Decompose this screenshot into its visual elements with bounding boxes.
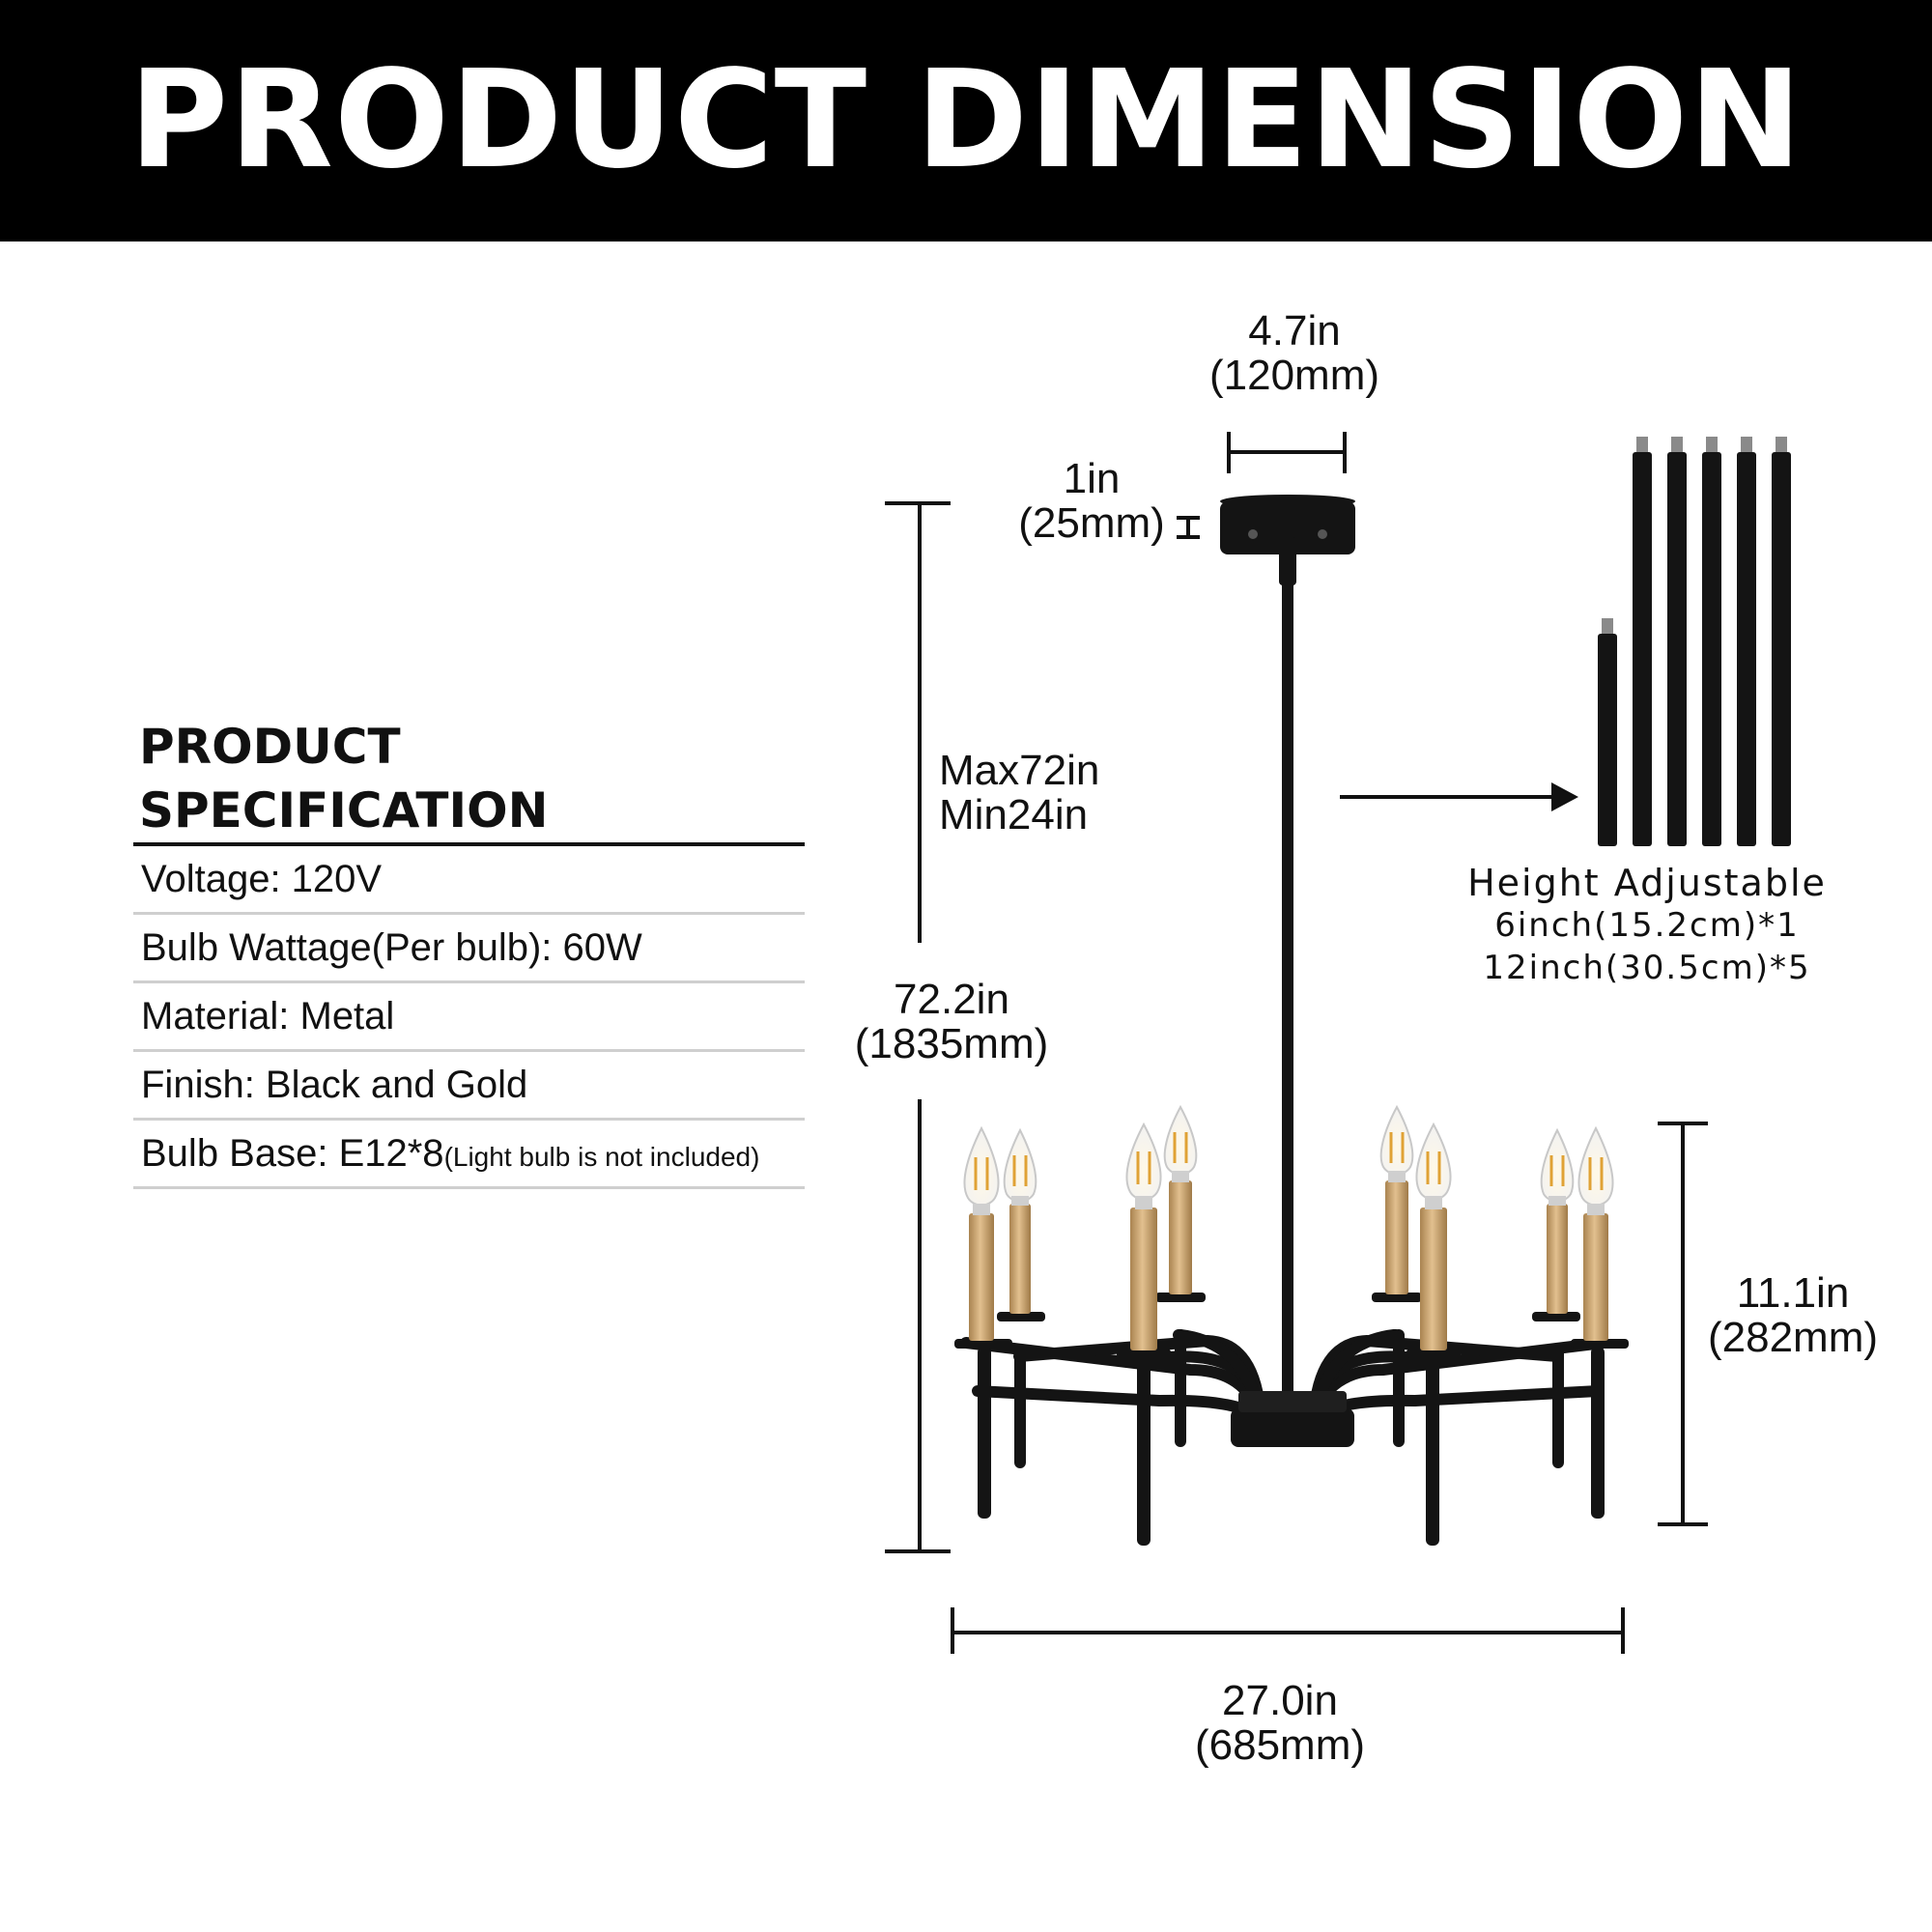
extension-rod-12inch bbox=[1737, 437, 1756, 846]
bulb-icon bbox=[1540, 1127, 1575, 1206]
rod-6inch-count: 6inch(15.2cm)*1 bbox=[1494, 906, 1800, 945]
extension-rod-12inch bbox=[1702, 437, 1721, 846]
bulb-base-note: (Light bulb is not included) bbox=[443, 1142, 760, 1172]
extension-rod-12inch bbox=[1667, 437, 1687, 846]
candle-sleeve bbox=[1130, 1208, 1157, 1350]
bulb-icon bbox=[1003, 1127, 1037, 1206]
canopy-height-metric: (25mm) bbox=[1018, 499, 1165, 547]
spec-row-wattage: Bulb Wattage(Per bulb): 60W bbox=[133, 915, 805, 983]
bulb-icon bbox=[1577, 1125, 1614, 1215]
body-height-label: 11.1in (282mm) bbox=[1677, 1271, 1909, 1360]
spec-row-bulb-base: Bulb Base: E12*8(Light bulb is not inclu… bbox=[133, 1121, 805, 1189]
dimension-lines bbox=[885, 432, 1708, 1654]
body-height-dimension bbox=[1658, 1122, 1708, 1526]
canopy-height-imperial: 1in bbox=[1063, 455, 1121, 502]
spec-row-material: Material: Metal bbox=[133, 983, 805, 1052]
extension-rod-12inch bbox=[1772, 437, 1791, 846]
rod-range-max: Max72in bbox=[939, 747, 1100, 794]
candle-sleeve bbox=[969, 1213, 994, 1341]
total-height-label: 72.2in (1835mm) bbox=[836, 978, 1067, 1066]
gold-candle-sleeves bbox=[969, 1180, 1608, 1350]
canopy-height-label: 1in (25mm) bbox=[1005, 457, 1179, 546]
light-bulbs bbox=[963, 1104, 1614, 1215]
extension-rod-12inch bbox=[1633, 437, 1652, 846]
rod-range-label: Max72in Min24in bbox=[939, 749, 1171, 838]
width-label: 27.0in (685mm) bbox=[1145, 1679, 1415, 1768]
height-adjustable-title: Height Adjustable bbox=[1467, 862, 1827, 904]
canopy bbox=[1220, 495, 1355, 585]
rod-range-min: Min24in bbox=[939, 791, 1089, 838]
total-height-metric: (1835mm) bbox=[854, 1020, 1049, 1067]
candle-sleeve bbox=[1009, 1204, 1031, 1314]
bulb-icon bbox=[1415, 1122, 1452, 1209]
canopy-width-label: 4.7in (120mm) bbox=[1150, 309, 1439, 398]
bulb-icon bbox=[1125, 1122, 1162, 1209]
candle-sleeve bbox=[1547, 1204, 1568, 1314]
spec-title: PRODUCT SPECIFICATION bbox=[133, 715, 805, 846]
width-dimension bbox=[951, 1607, 1625, 1654]
candle-sleeve bbox=[1385, 1180, 1408, 1294]
width-imperial: 27.0in bbox=[1222, 1677, 1338, 1724]
spec-table: PRODUCT SPECIFICATION Voltage: 120V Bulb… bbox=[133, 715, 805, 1189]
body-height-imperial: 11.1in bbox=[1736, 1269, 1850, 1317]
bulb-icon bbox=[963, 1125, 1000, 1215]
banner-title: PRODUCT DIMENSION bbox=[128, 42, 1804, 199]
canopy-width-dimension bbox=[1227, 432, 1347, 473]
spec-row-finish: Finish: Black and Gold bbox=[133, 1052, 805, 1121]
arrow-head-icon bbox=[1551, 782, 1578, 811]
canopy-width-imperial: 4.7in bbox=[1248, 307, 1341, 355]
height-adjustable-label: Height Adjustable 6inch(15.2cm)*1 12inch… bbox=[1410, 862, 1884, 989]
extension-rod-6inch bbox=[1598, 618, 1617, 846]
width-metric: (685mm) bbox=[1194, 1721, 1366, 1769]
spec-row-voltage: Voltage: 120V bbox=[133, 846, 805, 915]
total-height-imperial: 72.2in bbox=[894, 976, 1009, 1023]
canopy-height-dimension bbox=[1177, 516, 1200, 539]
candle-cups bbox=[954, 1293, 1629, 1358]
title-banner: PRODUCT DIMENSION bbox=[0, 0, 1932, 242]
bulb-icon bbox=[1163, 1104, 1198, 1182]
candle-sleeve bbox=[1420, 1208, 1447, 1350]
total-height-dimension bbox=[885, 501, 951, 1553]
rod-12inch-count: 12inch(30.5cm)*5 bbox=[1483, 949, 1811, 987]
extension-rods bbox=[1598, 437, 1791, 846]
candle-arm-posts bbox=[978, 1329, 1605, 1546]
bulb-icon bbox=[1379, 1104, 1414, 1182]
body-height-metric: (282mm) bbox=[1707, 1314, 1879, 1361]
bulb-base-value: Bulb Base: E12*8 bbox=[141, 1132, 444, 1175]
center-body bbox=[1231, 1391, 1354, 1447]
candle-sleeve bbox=[1169, 1180, 1192, 1294]
canopy-width-metric: (120mm) bbox=[1208, 352, 1380, 399]
candle-sleeve bbox=[1583, 1213, 1608, 1341]
main-rod bbox=[1282, 580, 1293, 1401]
